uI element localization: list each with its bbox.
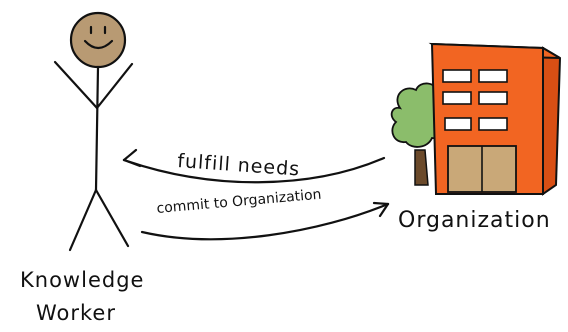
torso [94, 65, 100, 192]
right-leg [94, 188, 130, 248]
arrow-left-icon [122, 148, 386, 184]
organization-label: Organization [398, 208, 551, 233]
left-arm [53, 60, 99, 110]
building-windows [442, 69, 508, 131]
knowledge-worker-label-line1: Knowledge [20, 268, 145, 292]
stick-figure-icon [53, 11, 134, 252]
building-side [542, 46, 562, 196]
building-icon [428, 42, 562, 196]
knowledge-worker-label-line2: Worker [36, 301, 116, 325]
right-arm [95, 62, 134, 110]
tree-trunk [414, 149, 429, 186]
arrow-right-icon [140, 201, 390, 241]
head [69, 11, 127, 69]
smile [83, 39, 114, 50]
left-leg [68, 188, 98, 252]
